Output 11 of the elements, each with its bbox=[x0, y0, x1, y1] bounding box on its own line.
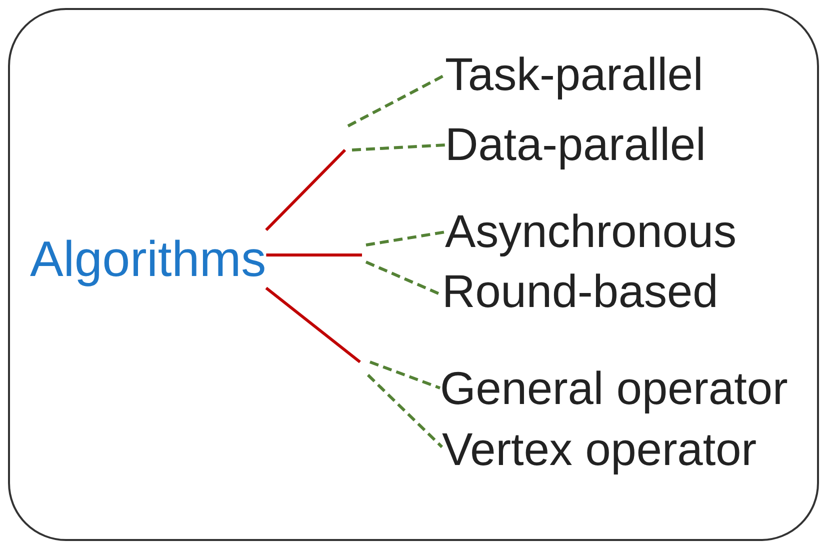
dashed-branch-line bbox=[366, 230, 446, 246]
dashed-branch-line bbox=[347, 74, 446, 128]
branch-line bbox=[265, 148, 346, 232]
dashed-branch-line bbox=[366, 374, 444, 448]
rounded-frame bbox=[8, 8, 819, 541]
branch-line bbox=[265, 286, 361, 364]
dashed-branch-line bbox=[352, 144, 446, 152]
dashed-branch-line bbox=[369, 360, 441, 390]
branch-label: Round-based bbox=[442, 269, 718, 313]
branch-line bbox=[266, 254, 362, 256]
root-label: Algorithms bbox=[30, 230, 266, 288]
